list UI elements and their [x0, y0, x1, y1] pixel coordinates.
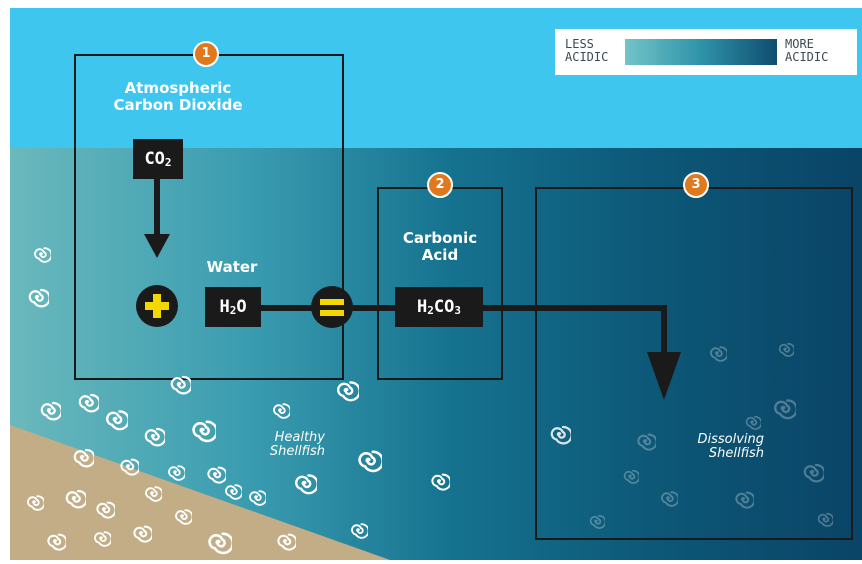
shellfish-spiral-icon — [351, 523, 368, 539]
dissolving-shellfish-label: Dissolving Shellfish — [680, 432, 764, 462]
result-arrow-head — [647, 352, 681, 400]
h2o-subscript: 2 — [229, 304, 237, 317]
shellfish-spiral-icon — [778, 342, 794, 357]
shellfish-spiral-icon — [817, 512, 833, 527]
co2-formula-box: CO2 — [133, 139, 183, 179]
step-badge-3: 3 — [683, 172, 709, 198]
acidity-legend: LESS ACIDIC MORE ACIDIC — [555, 29, 857, 75]
h2co3-subscript-2: 2 — [427, 304, 434, 317]
water-label: Water — [206, 258, 258, 276]
equals-icon — [311, 286, 353, 328]
shellfish-spiral-icon — [168, 465, 185, 481]
dissolving-shellfish-bright — [550, 425, 571, 445]
step2-box — [377, 187, 503, 380]
shellfish-spiral-icon — [78, 393, 99, 413]
shellfish-spiral-icon — [745, 415, 761, 430]
healthy-shellfish-label: Healthy Shellfish — [235, 430, 325, 460]
carbonic-acid-label: Carbonic Acid — [380, 229, 500, 265]
step3-box — [535, 187, 853, 540]
healthy-line2: Shellfish — [269, 444, 325, 460]
shellfish-spiral-icon — [431, 473, 450, 491]
shellfish-spiral-icon — [589, 514, 605, 529]
shellfish-spiral-icon — [40, 401, 61, 421]
shellfish-spiral-icon — [337, 381, 359, 402]
h2o-formula-box: H2O — [205, 287, 261, 327]
h2co3-formula-box: H2CO3 — [395, 287, 483, 327]
acidity-gradient-bar — [625, 39, 777, 65]
shellfish-spiral-icon — [637, 433, 656, 451]
shellfish-spiral-icon — [358, 450, 382, 473]
h2co3-h: H — [417, 297, 428, 317]
legend-less-line2: ACIDIC — [565, 49, 609, 64]
h2co3-co: CO — [433, 297, 455, 317]
co2-subscript: 2 — [164, 156, 172, 169]
h2o-o: O — [236, 297, 247, 317]
shellfish-spiral-icon — [710, 346, 727, 362]
shellfish-spiral-icon — [225, 484, 242, 500]
shellfish-spiral-icon — [661, 491, 678, 507]
step-badge-2: 2 — [427, 172, 453, 198]
step-badge-1: 1 — [193, 41, 219, 67]
atmospheric-co2-label: Atmospheric Carbon Dioxide — [88, 79, 268, 115]
shellfish-spiral-icon — [803, 463, 824, 483]
shellfish-spiral-icon — [34, 247, 51, 263]
plus-icon — [136, 285, 178, 327]
legend-more-line2: ACIDIC — [785, 49, 829, 64]
shellfish-spiral-icon — [170, 375, 191, 395]
shellfish-spiral-icon — [623, 469, 639, 484]
shellfish-spiral-icon — [735, 491, 754, 509]
shellfish-spiral-icon — [295, 474, 317, 495]
atmospheric-line2: Carbon Dioxide — [113, 96, 243, 115]
shellfish-spiral-icon — [249, 490, 266, 506]
h2co3-subscript-3: 3 — [454, 304, 461, 317]
healthy-line1: Healthy — [274, 430, 325, 445]
co2-arrow-head — [144, 234, 170, 258]
legend-less-label: LESS ACIDIC — [565, 38, 608, 63]
shellfish-spiral-icon — [774, 399, 796, 420]
legend-less-line1: LESS — [565, 37, 594, 51]
shellfish-spiral-icon — [28, 288, 49, 308]
legend-more-label: MORE ACIDIC — [785, 38, 828, 63]
shellfish-spiral-icon — [192, 420, 216, 443]
h2o-h: H — [219, 297, 230, 317]
seabed — [10, 425, 390, 560]
co2-main: CO — [144, 149, 165, 169]
carbonic-line2: Acid — [421, 246, 459, 265]
shellfish-spiral-icon — [106, 410, 128, 431]
shellfish-spiral-icon — [550, 425, 571, 445]
atmospheric-line1: Atmospheric — [124, 79, 232, 97]
shellfish-spiral-icon — [144, 427, 165, 447]
shellfish-spiral-icon — [273, 403, 290, 419]
dissolving-line1: Dissolving — [697, 432, 764, 447]
legend-more-line1: MORE — [785, 37, 814, 51]
shellfish-spiral-icon — [207, 466, 226, 484]
carbonic-line1: Carbonic — [402, 229, 478, 247]
dissolving-line2: Shellfish — [708, 446, 764, 462]
